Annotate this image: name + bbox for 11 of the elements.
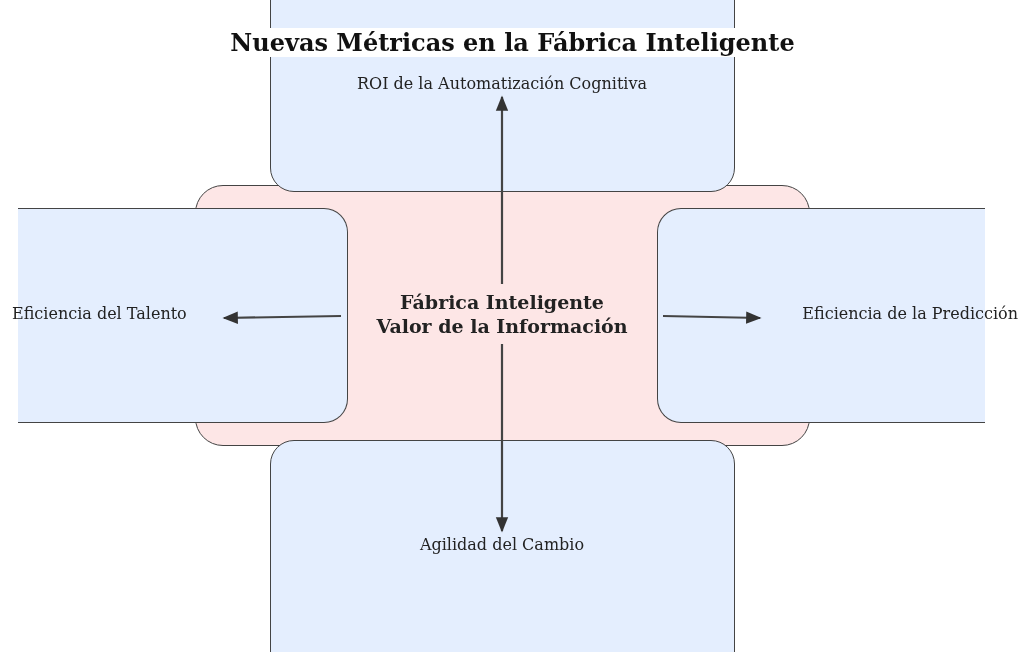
- metric-label: Eficiencia de la Predicción: [802, 304, 1018, 324]
- metric-label: Eficiencia del Talento: [12, 304, 187, 324]
- metric-label: Agilidad del Cambio: [419, 535, 585, 555]
- arrow: [662, 311, 762, 324]
- hub-label: Valor de la Información: [376, 314, 628, 338]
- hub-label: Fábrica Inteligente: [400, 290, 604, 314]
- arrow: [495, 95, 509, 284]
- metric-label: ROI de la Automatización Cognitiva: [357, 74, 647, 94]
- metric-box: [270, 440, 735, 652]
- arrow: [495, 344, 509, 533]
- arrow: [222, 311, 341, 324]
